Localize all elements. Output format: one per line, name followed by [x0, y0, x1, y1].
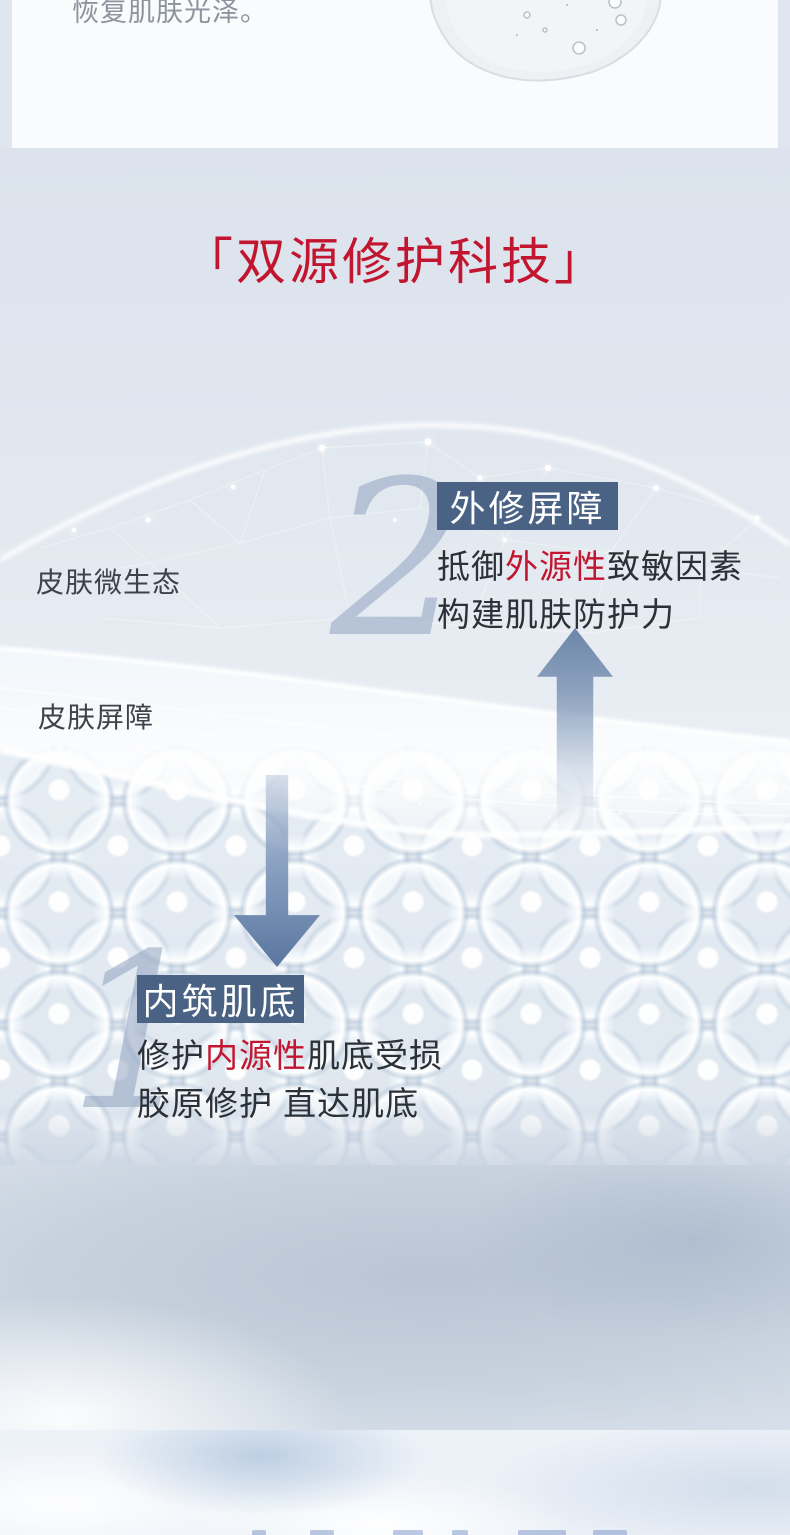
label-skin-microbiome: 皮肤微生态 [36, 567, 182, 598]
module-title: 「双源修护科技」 [183, 234, 607, 290]
previous-module-tail-text: 恢复肌肤光泽。 [72, 0, 268, 27]
step-2-line-2: 构建肌肤防护力 [437, 596, 675, 633]
cut-off-text-fragment [310, 1530, 334, 1535]
step-1-line-1: 修护内源性肌底受损 [137, 1029, 443, 1077]
gel-droplet-illustration [429, 0, 662, 82]
step-2-line-1-post: 致敏因素 [607, 548, 743, 585]
droplet-bubbles [523, 0, 627, 55]
step-2-heading-box: 外修屏障 [437, 482, 618, 530]
step-1-line-2: 胶原修护 直达肌底 [137, 1085, 420, 1122]
step-2-line-1-pre: 抵御 [437, 548, 505, 585]
cut-off-text-fragment [252, 1530, 266, 1535]
step-1-line-1-post: 肌底受损 [307, 1037, 443, 1074]
cut-off-text-fragment [593, 1530, 627, 1535]
previous-module-card: 恢复肌肤光泽。 [12, 0, 778, 148]
blurred-depth-zone [0, 1165, 790, 1430]
droplet-micro-dots [516, 4, 598, 36]
cut-off-text-fragment [518, 1530, 566, 1535]
cut-off-text-fragment [393, 1530, 423, 1535]
next-module-preview [0, 1430, 790, 1535]
step-1-line-1-accent: 内源性 [205, 1037, 307, 1074]
step-1-line-1-pre: 修护 [137, 1037, 205, 1074]
cut-off-text-fragment [452, 1530, 468, 1535]
step-1-number: 1 [68, 907, 205, 1158]
step-1-heading-box: 内筑肌底 [137, 975, 304, 1023]
dual-repair-technology-module: 「双源修护科技」 [0, 148, 790, 1430]
step-2-line-1: 抵御外源性致敏因素 [437, 540, 743, 588]
step-2-line-1-accent: 外源性 [505, 548, 607, 585]
label-skin-barrier: 皮肤屏障 [38, 702, 155, 733]
